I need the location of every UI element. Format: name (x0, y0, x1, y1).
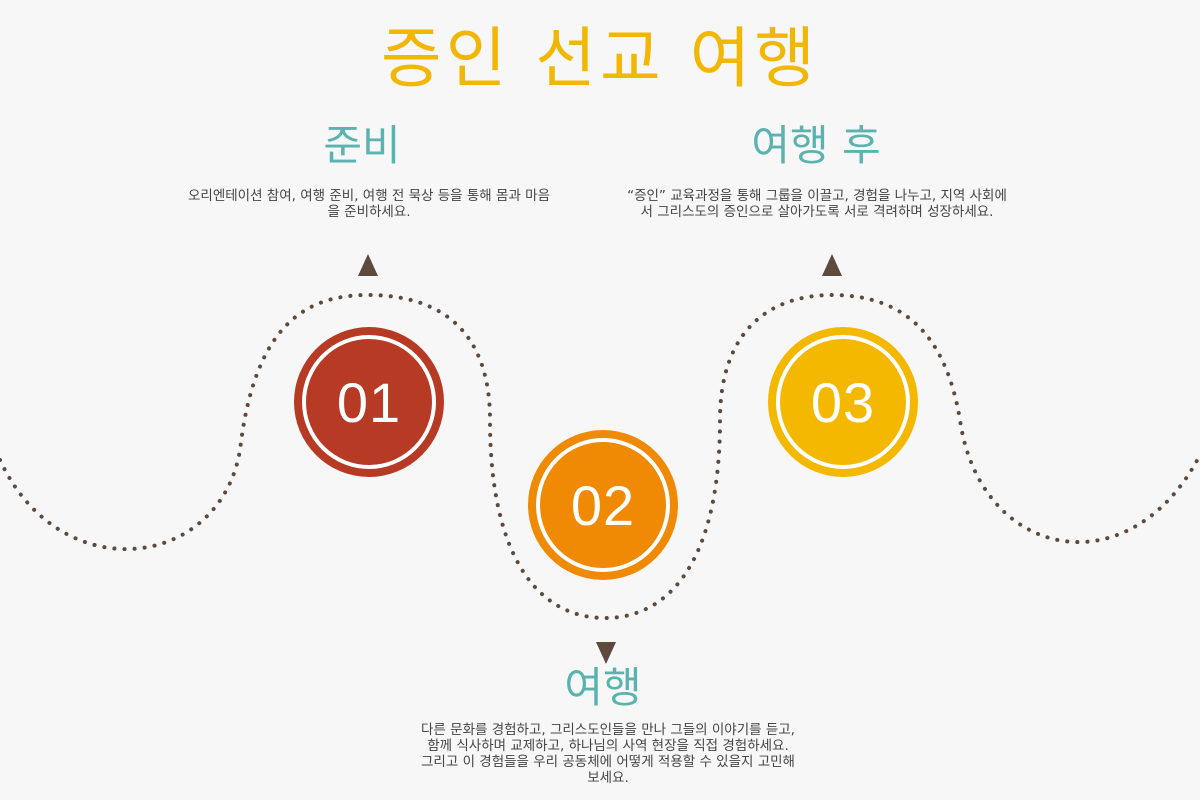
step-1-heading: 준비 (323, 121, 401, 170)
step-2-number: 02 (570, 473, 636, 537)
step-3-circle: 03 (768, 327, 918, 477)
arrow-down-icon-2 (596, 642, 616, 664)
step-2-heading: 여행 (564, 663, 642, 712)
step-3-heading: 여행 후 (751, 121, 881, 170)
step-3-number: 03 (810, 370, 876, 434)
wave-line (0, 292, 1200, 621)
step-1-number: 01 (336, 370, 402, 434)
page-title: 증인 선교 여행 (380, 20, 820, 97)
step-1-circle: 01 (294, 327, 444, 477)
step-1-description: 오리엔테이션 참여, 여행 준비, 여행 전 묵상 등을 통해 몸과 마음을 준… (188, 188, 550, 220)
step-3-description: “증인” 교육과정을 통해 그룹을 이끌고, 경험을 나누고, 지역 사회에서 … (627, 188, 1007, 220)
step-2-description: 다른 문화를 경험하고, 그리스도인들을 만나 그들의 이야기를 듣고, 함께 … (421, 722, 795, 786)
step-2-circle: 02 (528, 430, 678, 580)
arrow-up-icon-1 (358, 254, 378, 276)
arrow-up-icon-3 (822, 254, 842, 276)
